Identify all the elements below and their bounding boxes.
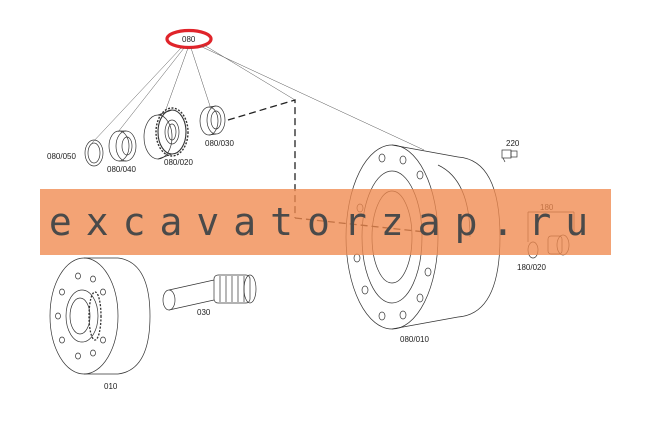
ring-080-050 xyxy=(84,139,104,167)
label-080-030: 080/030 xyxy=(205,139,234,148)
dashed-connector xyxy=(227,99,296,218)
bolt-220 xyxy=(501,149,518,163)
watermark-band xyxy=(40,189,611,255)
leader-lines xyxy=(91,44,425,151)
shaft-030 xyxy=(162,274,257,311)
label-080-020: 080/020 xyxy=(164,158,193,167)
label-180-020: 180/020 xyxy=(517,263,546,272)
label-010: 010 xyxy=(104,382,118,391)
label-080-010: 080/010 xyxy=(400,335,429,344)
callout-ring-080 xyxy=(165,28,213,50)
bearing-080-030 xyxy=(199,105,226,136)
carrier-010 xyxy=(49,257,151,375)
bearing-080-040 xyxy=(108,130,137,162)
label-030: 030 xyxy=(197,308,211,317)
watermark-text: excavatorzap.ru xyxy=(48,200,603,244)
gear-080-020 xyxy=(143,107,189,160)
callout-080-label: 080 xyxy=(182,35,196,44)
label-220: 220 xyxy=(506,139,520,148)
label-080-040: 080/040 xyxy=(107,165,136,174)
label-080-050: 080/050 xyxy=(47,152,76,161)
